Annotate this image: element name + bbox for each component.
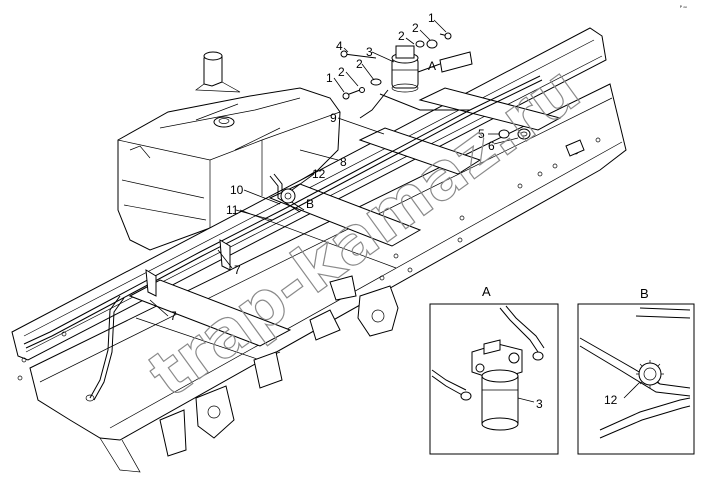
callout-5: 5 xyxy=(478,127,485,141)
callout-2-left: 2 xyxy=(356,57,363,71)
callout-2-lower: 2 xyxy=(338,65,345,79)
callout-1-left: 1 xyxy=(326,71,333,85)
callout-2-top: 2 xyxy=(412,21,419,35)
callout-3: 3 xyxy=(366,45,373,59)
callout-11: 11 xyxy=(226,203,239,217)
detail-a-title: A xyxy=(482,284,491,299)
callout-leaders xyxy=(149,19,519,317)
cross-members xyxy=(128,87,562,361)
callout-9: 9 xyxy=(330,111,337,125)
detail-b-frame xyxy=(577,303,695,455)
corner-mark: ᴾ ⁿⁿ xyxy=(680,5,687,11)
fuel-lines xyxy=(23,75,543,402)
frame-brackets xyxy=(145,139,585,457)
detail-b-title: B xyxy=(640,286,649,301)
callout-4: 4 xyxy=(336,39,343,53)
fuel-tank xyxy=(117,51,341,251)
callout-7-right: 7 xyxy=(234,263,241,277)
callout-labels: 1 2 4 2 3 2 A 1 2 9 5 6 8 12 10 B 11 7 7 xyxy=(170,11,495,323)
callout-a-view: A xyxy=(428,59,436,73)
callout-8: 8 xyxy=(340,155,347,169)
detail-view-b: B 12 xyxy=(577,286,695,455)
callout-12: 12 xyxy=(312,167,326,181)
callout-2-mid: 2 xyxy=(398,29,405,43)
callout-7-left: 7 xyxy=(170,309,177,323)
callout-1-top: 1 xyxy=(428,11,435,25)
callout-10: 10 xyxy=(230,183,244,197)
callout-b-view: B xyxy=(306,197,314,211)
detail-view-a: A 3 xyxy=(429,284,559,455)
detail-a-callout-3: 3 xyxy=(536,397,543,411)
detail-b-callout-12: 12 xyxy=(604,393,618,407)
fuel-filter-assembly xyxy=(280,32,531,204)
callout-6: 6 xyxy=(488,139,495,153)
